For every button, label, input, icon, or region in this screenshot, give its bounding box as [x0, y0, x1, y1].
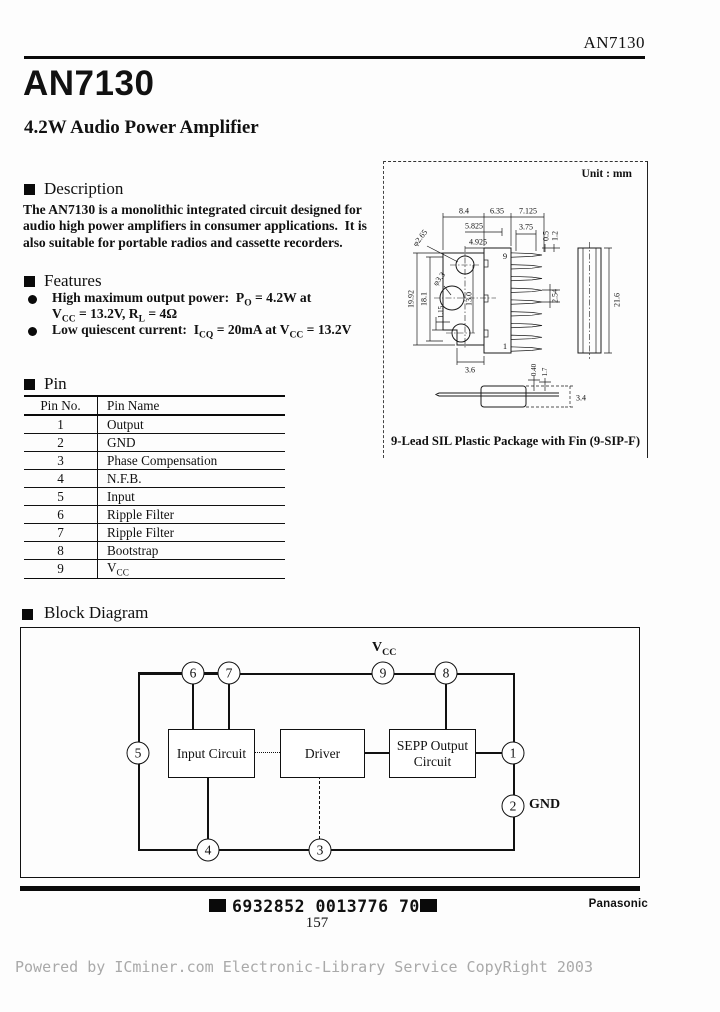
package-drawing-panel: Unit : mm: [383, 161, 648, 458]
wire: [445, 674, 447, 729]
package-caption: 9-Lead SIL Plastic Package with Fin (9-S…: [390, 434, 641, 448]
block-diagram: Input Circuit Driver SEPP Output Circuit…: [20, 627, 640, 878]
page-subtitle: 4.2W Audio Power Amplifier: [24, 117, 259, 138]
wire: [474, 752, 504, 754]
section-marker: [24, 379, 35, 390]
description-body: The AN7130 is a monolithic integrated ci…: [23, 202, 367, 250]
barcode-end-block: [420, 899, 437, 912]
page-crop-artifact: AN7130: [627, 0, 707, 5]
pin-table-header: Pin No. Pin Name: [24, 395, 285, 416]
page-title: AN7130: [23, 64, 155, 103]
package-pin9-label: 9: [502, 251, 508, 261]
dim-label: 7.125: [519, 206, 537, 216]
dim-label: 3.6: [465, 365, 475, 375]
section-marker: [22, 609, 33, 620]
dim-label: 0.40: [530, 363, 538, 377]
feature-item: VCC = 13.2V, RL = 4Ω: [52, 306, 178, 325]
wire: [138, 673, 515, 675]
col-pin-no: Pin No.: [24, 395, 98, 416]
vcc-label: VCC: [372, 640, 397, 658]
feature-item: High maximum output power: PO = 4.2W at: [52, 290, 312, 309]
pin-2: 2: [501, 794, 525, 818]
pin-7: 7: [217, 661, 241, 685]
dim-label: 1.2: [550, 231, 560, 241]
pin-4: 4: [196, 838, 220, 862]
input-circuit-block: Input Circuit: [168, 729, 255, 778]
dim-label: 1.7: [541, 367, 549, 377]
pin-heading: Pin: [44, 374, 67, 393]
feature-item: Low quiescent current: ICQ = 20mA at VCC…: [52, 322, 352, 341]
dim-label: 6.35: [490, 206, 504, 216]
barcode-digits: 6932852 0013776 704: [232, 897, 431, 916]
wire: [363, 752, 389, 754]
bullet-icon: [28, 327, 37, 336]
wire: [207, 776, 209, 839]
dim-label: 2.54: [550, 289, 560, 303]
panasonic-logo: Panasonic: [588, 898, 648, 910]
wire: [192, 674, 194, 729]
running-header: AN7130: [583, 33, 645, 52]
gnd-label: GND: [529, 797, 561, 812]
block-diagram-heading: Block Diagram: [44, 603, 149, 622]
dim-label: 4.925: [469, 237, 487, 247]
sepp-output-block: SEPP Output Circuit: [389, 729, 476, 778]
barcode-row: 6932852 0013776 704 Panasonic: [0, 897, 720, 916]
unit-label: Unit : mm: [581, 168, 632, 180]
wire: [319, 776, 320, 839]
dim-label: 3.75: [519, 222, 533, 232]
dim-label: 18.1: [419, 292, 429, 306]
header-rule: [24, 56, 645, 59]
dim-label: 8.4: [459, 206, 469, 216]
section-marker: [24, 276, 35, 287]
wire: [228, 674, 230, 729]
copyright-notice: Powered by ICminer.com Electronic-Librar…: [15, 958, 593, 976]
col-pin-name: Pin Name: [97, 395, 285, 416]
dim-label: 0.5: [541, 231, 551, 241]
wire: [253, 752, 280, 753]
description-heading: Description: [44, 179, 124, 198]
pin-9: 9: [371, 661, 395, 685]
bullet-icon: [28, 295, 37, 304]
package-outline-drawing: [413, 213, 612, 408]
dim-label: 13.0: [464, 292, 474, 306]
pin-3: 3: [308, 838, 332, 862]
page-number: 157: [305, 915, 329, 931]
pin-1: 1: [501, 741, 525, 765]
dim-label: 3.4: [576, 393, 586, 403]
footer-rule: [20, 886, 640, 891]
section-marker: [24, 184, 35, 195]
barcode-start-block: [209, 899, 226, 912]
dim-label: 19.92: [406, 290, 416, 308]
pin-5: 5: [126, 741, 150, 765]
driver-block: Driver: [280, 729, 365, 778]
features-heading: Features: [44, 271, 102, 290]
pin-6: 6: [181, 661, 205, 685]
dim-label: 5.825: [465, 221, 483, 231]
package-pin1-label: 1: [502, 341, 508, 351]
dim-label: 1.15: [437, 305, 445, 319]
dim-label: 21.6: [612, 293, 622, 307]
pin-8: 8: [434, 661, 458, 685]
